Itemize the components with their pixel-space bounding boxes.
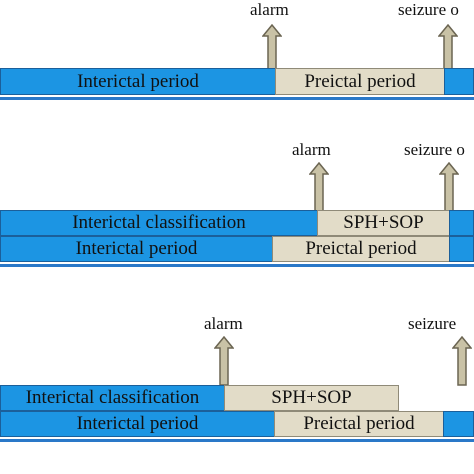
timeline-axis	[0, 264, 474, 267]
post-seizure-bar	[449, 236, 474, 262]
alarm-label: alarm	[250, 0, 289, 19]
timeline-axis	[0, 439, 474, 442]
interictal-classification-bar: Interictal classification	[0, 210, 318, 236]
sph-sop-label: SPH+SOP	[271, 387, 352, 408]
seizure-label: seizure	[408, 314, 457, 333]
post-seizure-bar	[443, 411, 474, 437]
seizure-label: seizure o	[398, 0, 459, 19]
preictal-period-bar: Preictal period	[272, 236, 450, 262]
sph-sop-label: SPH+SOP	[343, 212, 424, 233]
seizure-label: seizure o	[404, 140, 465, 159]
interictal-period-label: Interictal period	[77, 70, 199, 92]
preictal-period-bar: Preictal period	[274, 411, 444, 437]
preictal-period-bar: Preictal period	[275, 68, 445, 95]
sph-sop-bar: SPH+SOP	[224, 385, 399, 411]
interictal-period-bar: Interictal period	[0, 68, 276, 95]
preictal-period-label: Preictal period	[303, 413, 415, 434]
seizure-arrow-icon	[439, 162, 459, 212]
interictal-classification-label: Interictal classification	[25, 387, 200, 408]
seizure-arrow-icon	[438, 24, 458, 70]
alarm-label: alarm	[292, 140, 331, 159]
interictal-period-label: Interictal period	[75, 238, 198, 259]
alarm-label: alarm	[204, 314, 243, 333]
interictal-period-bar: Interictal period	[0, 411, 275, 437]
post-seizure-bar	[449, 210, 474, 236]
preictal-period-label: Preictal period	[305, 238, 417, 259]
alarm-arrow-icon	[309, 162, 329, 212]
interictal-period-label: Interictal period	[76, 413, 199, 434]
alarm-arrow-icon	[262, 24, 282, 70]
alarm-arrow-icon	[214, 336, 234, 386]
sph-sop-bar: SPH+SOP	[317, 210, 450, 236]
interictal-classification-label: Interictal classification	[72, 212, 246, 233]
timeline-axis	[0, 97, 474, 100]
interictal-period-bar: Interictal period	[0, 236, 273, 262]
seizure-arrow-icon	[452, 336, 472, 386]
preictal-period-label: Preictal period	[304, 70, 416, 92]
interictal-classification-bar: Interictal classification	[0, 385, 225, 411]
post-seizure-bar	[444, 68, 474, 95]
